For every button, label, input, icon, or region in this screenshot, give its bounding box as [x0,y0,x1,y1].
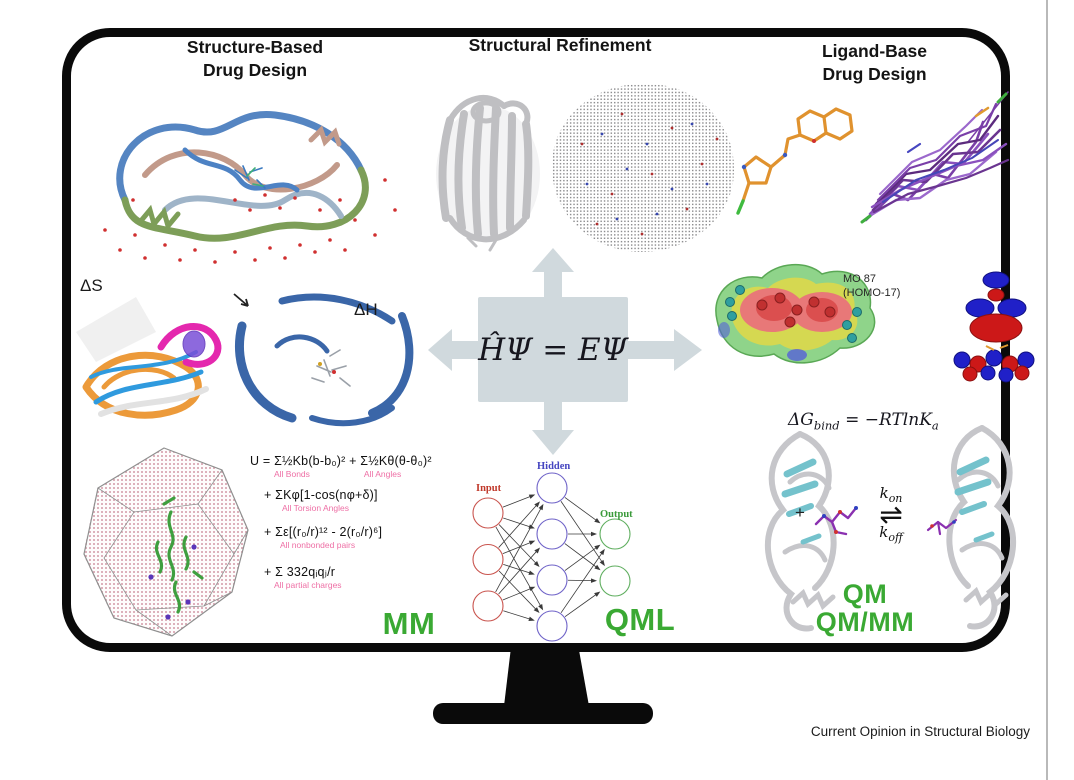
ff-label-charges: All partial charges [274,580,342,590]
free-ligand-image [814,506,858,536]
k-off-label: koff [879,523,903,544]
nn-output-label: Output [600,509,633,520]
mo-label-line: (HOMO-17) [843,287,901,299]
neural-network-image [472,472,631,642]
kinetics-block: kon ⇌ koff [860,484,922,544]
title-structural-refinement: Structural Refinement [425,34,695,57]
forcefield-equations: U = Σ½Kb(b-b₀)² + Σ½Kθ(θ-θ₀)² All Bonds … [250,454,460,590]
mm-method-label: MM [382,606,436,641]
entropy-protein-image [76,297,222,419]
page-edge-line [1046,0,1048,780]
apo-protein-image [764,431,837,632]
schrodinger-equation: ĤΨ = EΨ [478,331,628,368]
equilibrium-arrows: ⇌ [879,498,903,531]
nmr-barrel-ensemble-image [436,95,540,252]
qmmm-method-label: QM/MM [815,607,915,637]
arrow-left [428,329,478,371]
qm-method-label: QM [842,579,888,609]
k-on-base: k [879,484,889,502]
binding-free-energy-equation: ΔGbind = −RTlnKa [788,410,939,432]
enthalpy-pocket-image [233,293,414,427]
nn-input-label: Input [476,483,502,494]
dg-sub: bind [813,418,840,433]
center-cross-arrows [428,248,702,455]
plus-sign: + [795,503,805,522]
md-simulation-box-image [83,447,249,637]
ff-label-nonbonded: All nonbonded pairs [280,540,356,550]
title-line: Ligand-Base [821,41,928,61]
k-off-sub: off [888,531,903,544]
delta-h-label: ΔH [354,300,378,319]
dg-sub2: a [931,418,939,433]
ff-equation-line1: U = Σ½Kb(b-b₀)² + Σ½Kθ(θ-θ₀)² [250,454,432,468]
purple-ensemble-image [860,91,1010,224]
monitor-stand-base [433,703,653,724]
arrow-up [532,248,574,297]
mo-label-line: MO 87 [843,273,877,285]
molecular-orbital-image [953,271,1035,383]
ff-equation-line3: + Σε[(r₀/r)¹² - 2(r₀/r)⁶] [264,525,383,539]
delta-s-label: ΔS [80,276,103,295]
holo-protein-image [926,425,1017,630]
electron-density-mesh-image [552,84,734,252]
k-on-label: kon [879,484,903,505]
ff-labels-line1: All Bonds All Angles [250,469,460,479]
nn-hidden-label: Hidden [537,461,571,472]
title-ligand-base-drug-design: Ligand-Base Drug Design [772,40,977,86]
dg-mid: = −RTlnK [839,410,932,430]
title-line: Structural Refinement [468,35,652,55]
arrow-right [628,329,702,371]
ff-label-angles: All Angles [363,469,402,479]
journal-name: Current Opinion in Structural Biology [810,724,1030,739]
esp-surface-molecule-image [715,263,876,364]
sbdd-protein-structure-image [103,110,397,264]
title-line: Drug Design [202,60,308,80]
arrow-down [532,402,574,455]
dg-prefix: ΔG [788,410,814,430]
monitor-stand-neck [504,649,589,706]
ff-equation-line2: + ΣKφ[1-cos(nφ+δ)] [264,488,378,502]
title-line: Structure-Based [186,37,324,57]
title-line: Drug Design [822,64,927,84]
equation-box [478,297,628,402]
k-off-base: k [879,523,889,541]
ff-label-torsion: All Torsion Angles [282,503,349,513]
ff-label-bonds: All Bonds [274,469,310,479]
title-structure-based-drug-design: Structure-Based Drug Design [130,36,380,82]
orange-ligand-image [736,107,854,215]
mo-label: MO 87 (HOMO-17) [843,272,943,300]
qml-method-label: QML [604,602,676,637]
electron-density-specks [580,112,719,236]
k-on-sub: on [888,492,903,505]
ff-equation-line4: + Σ 332qᵢqⱼ/r [264,565,336,579]
